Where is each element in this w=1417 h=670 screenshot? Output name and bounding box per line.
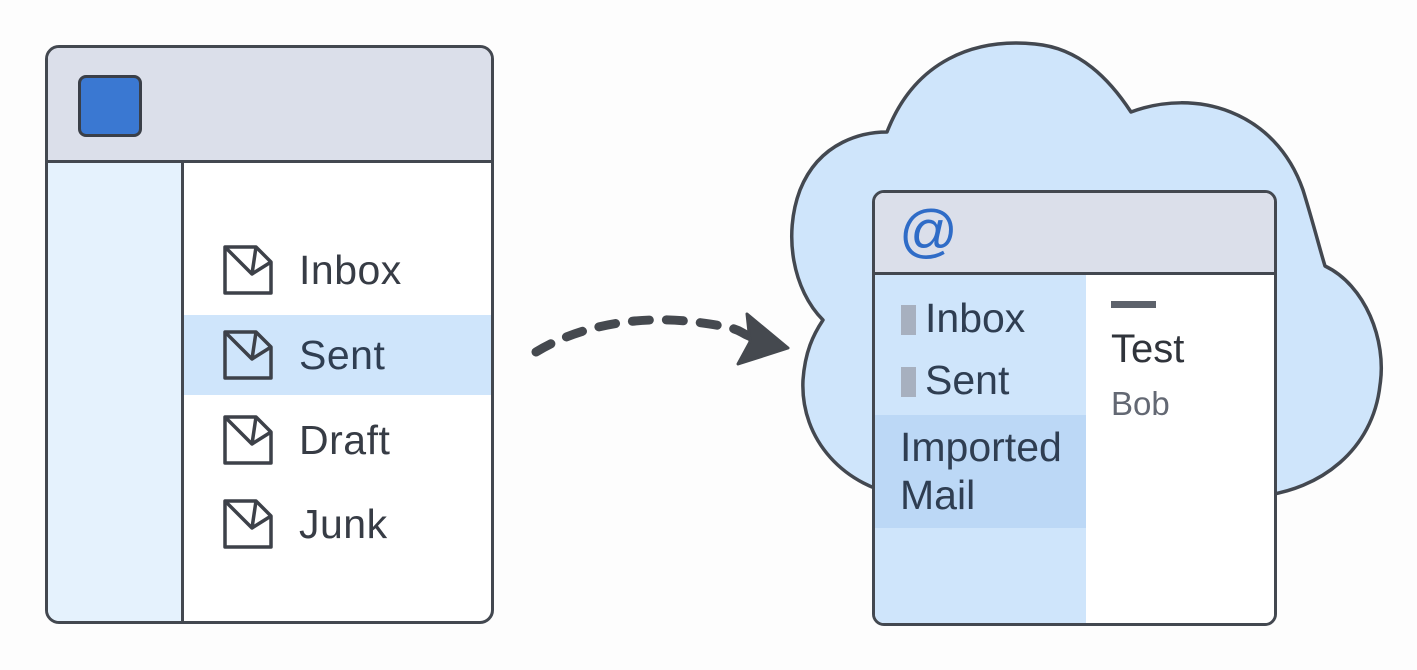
folder-label: Junk	[299, 500, 388, 547]
desktop-client-sidebar	[48, 163, 184, 621]
webmail-folder-sent[interactable]: Sent	[875, 357, 1086, 407]
envelope-icon	[223, 330, 273, 380]
folder-label: Draft	[299, 416, 391, 463]
message-preview-pane: Test Bob	[1086, 275, 1274, 623]
webmail-folder-imported-mail[interactable]: Imported Mail	[875, 415, 1086, 528]
folder-label-line1: Imported	[900, 424, 1062, 470]
at-sign-icon: @	[899, 199, 958, 264]
dashed-arrow-icon	[531, 312, 790, 366]
folder-marker	[901, 305, 916, 335]
folder-item-junk[interactable]: Junk	[184, 484, 491, 564]
folder-label: Inbox	[299, 246, 402, 293]
desktop-mail-client-window: Inbox Sent Draft Junk	[45, 45, 494, 624]
webmail-titlebar: @	[875, 193, 1274, 275]
cloud-webmail-window: @ Inbox Sent Imported Mail Test Bob	[872, 190, 1277, 626]
desktop-folder-list: Inbox Sent Draft Junk	[184, 163, 491, 621]
desktop-client-titlebar	[48, 48, 491, 163]
message-subject[interactable]: Test	[1111, 327, 1185, 371]
folder-item-sent[interactable]: Sent	[184, 315, 491, 395]
folder-item-inbox[interactable]: Inbox	[184, 230, 491, 310]
folder-label: Sent	[925, 357, 1010, 403]
folder-label: Sent	[299, 331, 386, 378]
webmail-sidebar: Inbox Sent Imported Mail	[875, 275, 1086, 623]
envelope-icon	[223, 415, 273, 465]
message-unread-indicator	[1111, 301, 1156, 308]
message-sender: Bob	[1111, 385, 1170, 422]
folder-item-draft[interactable]: Draft	[184, 400, 491, 480]
folder-label: Inbox	[925, 295, 1026, 341]
folder-label-line2: Mail	[900, 472, 976, 518]
desktop-client-app-icon	[78, 75, 142, 137]
webmail-folder-inbox[interactable]: Inbox	[875, 295, 1086, 345]
folder-marker	[901, 367, 916, 397]
envelope-icon	[223, 499, 273, 549]
envelope-icon	[223, 245, 273, 295]
